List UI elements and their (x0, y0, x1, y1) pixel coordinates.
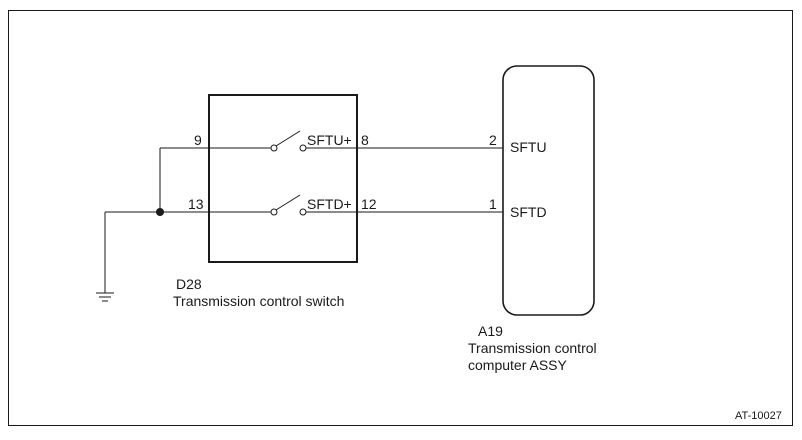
computer-box (502, 65, 595, 316)
computer-name-line2: computer ASSY (468, 357, 567, 373)
switch-name: Transmission control switch (173, 293, 345, 309)
ground-icon (96, 292, 114, 302)
switch-sftd-internal (209, 194, 357, 216)
switch-sftu-internal (209, 130, 357, 152)
junction-dot (156, 208, 164, 216)
ground-wire (104, 147, 209, 293)
computer-signal-sftu: SFTU (510, 139, 547, 155)
computer-pin-2: 2 (489, 132, 497, 148)
figure-reference: AT-10027 (735, 410, 782, 422)
switch-pin-12: 12 (361, 196, 377, 212)
computer-signal-sftd: SFTD (510, 204, 547, 220)
figure-frame (8, 10, 793, 426)
switch-code: D28 (176, 276, 202, 292)
switch-box (208, 94, 358, 263)
switch-pin-8: 8 (361, 132, 369, 148)
switch-signal-sftu: SFTU+ (307, 132, 352, 148)
computer-name-line1: Transmission control (468, 340, 597, 356)
computer-pin-1: 1 (489, 196, 497, 212)
switch-pin-9: 9 (194, 132, 202, 148)
computer-code: A19 (478, 323, 503, 339)
switch-signal-sftd: SFTD+ (307, 196, 352, 212)
switch-pin-13: 13 (188, 196, 204, 212)
